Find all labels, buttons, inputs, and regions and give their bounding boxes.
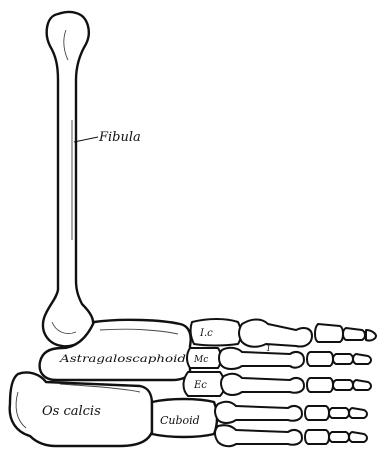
metatarsal-3 [221, 374, 304, 395]
fibula-bone [43, 12, 93, 346]
astragaloscaphoid-label: Astragaloscaphoid [59, 354, 186, 365]
fibula-leader-line [74, 137, 98, 142]
internal-cuneiform-label: I.c [199, 328, 213, 339]
external-cuneiform-label: Ec [193, 380, 207, 391]
middle-cuneiform-label: Mc [193, 355, 208, 365]
phalanges [305, 324, 376, 444]
metatarsal-2 [219, 348, 304, 369]
metatarsal-5 [215, 425, 302, 446]
os-calcis-label: Os calcis [42, 404, 101, 419]
metatarsal-4 [215, 402, 302, 423]
cuboid-label: Cuboid [160, 414, 200, 427]
internal-cuneiform-bone [191, 319, 241, 346]
metatarsal-numeral-label: 1 [266, 344, 271, 353]
metatarsal-1 [239, 320, 312, 347]
fibula-label: Fibula [98, 130, 141, 145]
